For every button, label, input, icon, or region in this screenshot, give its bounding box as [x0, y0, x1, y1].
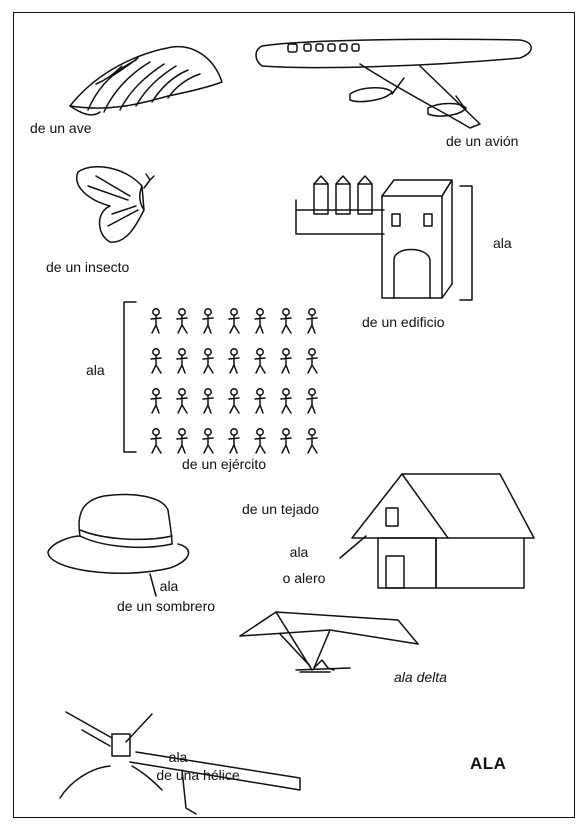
soldier-figure — [306, 348, 318, 374]
building-drawing — [295, 175, 473, 301]
army-wing-label: ala — [86, 362, 105, 378]
soldier-figure — [254, 428, 266, 454]
soldier-figure — [150, 428, 162, 454]
army-label: de un ejército — [182, 456, 267, 472]
soldier-figure — [254, 308, 266, 334]
soldier-figure — [280, 348, 292, 374]
roof-wing-label: ala — [289, 544, 309, 560]
propeller-label: de una hélice — [156, 767, 240, 783]
soldier-figure — [176, 388, 188, 414]
soldier-figure — [202, 348, 214, 374]
propeller-wing-label: ala — [168, 749, 188, 765]
insect-label: de un insecto — [46, 259, 130, 275]
soldier-figure — [150, 388, 162, 414]
soldier-figure — [150, 348, 162, 374]
hang-glider-drawing — [239, 611, 419, 673]
soldier-figure — [228, 428, 240, 454]
soldier-figure — [228, 348, 240, 374]
soldier-figure — [176, 428, 188, 454]
roof-label: de un tejado — [242, 501, 320, 517]
soldier-figure — [280, 308, 292, 334]
soldier-figure — [306, 308, 318, 334]
building-label: de un edificio — [362, 314, 445, 330]
building-wing-label: ala — [493, 235, 512, 251]
page-title: ALA — [470, 754, 507, 773]
soldier-figure — [306, 428, 318, 454]
hat-drawing — [47, 493, 190, 597]
soldier-figure — [306, 388, 318, 414]
butterfly-drawing — [76, 165, 155, 243]
soldier-figure — [202, 308, 214, 334]
plane-label: de un avión — [446, 133, 519, 149]
soldier-figure — [280, 428, 292, 454]
soldier-figure — [176, 348, 188, 374]
bird-label: de un ave — [30, 120, 92, 136]
house-drawing — [339, 473, 535, 589]
hang-glider-label: ala delta — [394, 669, 447, 685]
soldier-figure — [202, 428, 214, 454]
bird-wing-drawing — [69, 45, 223, 116]
soldier-figure — [176, 308, 188, 334]
hat-label: de un sombrero — [116, 598, 216, 614]
soldier-figure — [280, 388, 292, 414]
army-soldiers — [150, 308, 318, 454]
airplane-drawing — [255, 38, 532, 129]
soldier-figure — [150, 308, 162, 334]
soldier-figure — [228, 388, 240, 414]
page-frame — [13, 12, 575, 818]
hat-wing-label: ala — [159, 578, 179, 594]
soldier-figure — [254, 388, 266, 414]
army-bracket — [123, 301, 137, 453]
soldier-figure — [254, 348, 266, 374]
soldier-figure — [228, 308, 240, 334]
roof-eave-label: o alero — [282, 570, 326, 586]
propeller-drawing — [59, 711, 301, 815]
soldier-figure — [202, 388, 214, 414]
